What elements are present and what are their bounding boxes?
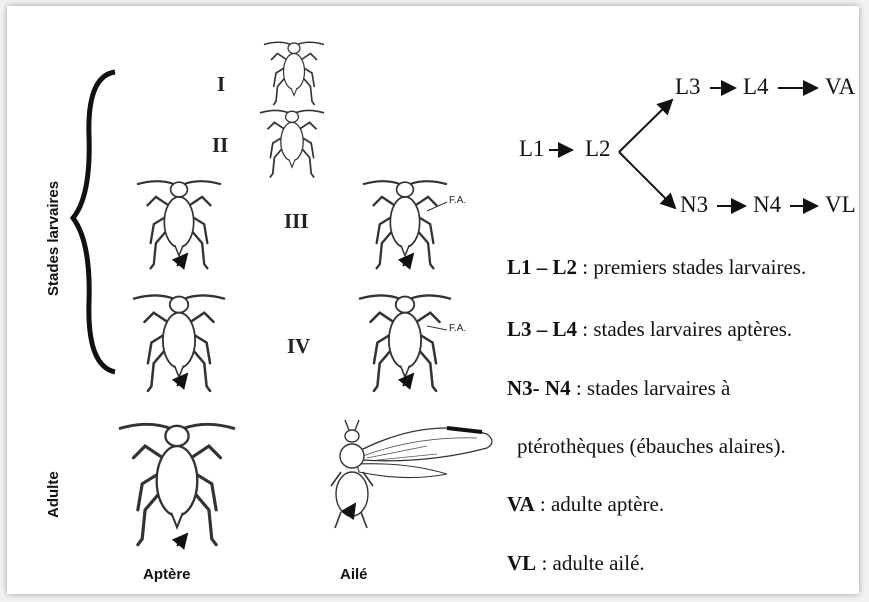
aphid-adult-aile	[307, 416, 507, 546]
node-n4: N4	[753, 192, 781, 218]
legend-desc: premiers stades larvaires.	[593, 255, 806, 279]
aphid-stage-i	[294, 70, 295, 71]
caption-aptere: Aptère	[143, 566, 191, 583]
aphid-stage-iv-aptere	[179, 338, 180, 339]
legend-row: VA : adulte aptère.	[507, 492, 664, 517]
legend-desc: stades larvaires à	[587, 376, 730, 400]
fa-label-iv: F.A.	[449, 323, 466, 334]
aphid-stage-iii-ailee	[405, 220, 406, 221]
stage-label-iii: III	[284, 209, 309, 234]
curly-brace	[67, 66, 127, 386]
stades-larvaires-label: Stades larvaires	[45, 181, 62, 296]
stage-label-iv: IV	[287, 334, 310, 359]
legend-term: VA	[507, 492, 535, 516]
node-n3: N3	[680, 192, 708, 218]
legend-row: L1 – L2 : premiers stades larvaires.	[507, 255, 806, 280]
node-vl: VL	[825, 192, 856, 218]
legend-term: L3 – L4	[507, 317, 577, 341]
legend-row: ptérothèques (ébauches alaires).	[517, 434, 786, 459]
legend-desc: ptérothèques (ébauches alaires).	[517, 434, 786, 458]
stage-label-ii: II	[212, 133, 228, 158]
adulte-label: Adulte	[45, 471, 62, 518]
aphid-stage-iii-aptere	[179, 220, 180, 221]
legend-desc: stades larvaires aptères.	[593, 317, 792, 341]
aphid-stage-iv-ailee	[405, 338, 406, 339]
figure-card: Stades larvaires Adulte I II III IV F.A.…	[7, 6, 859, 594]
node-l1: L1	[519, 136, 545, 162]
node-l3: L3	[675, 74, 701, 100]
node-va: VA	[825, 74, 855, 100]
legend-row: N3- N4 : stades larvaires à	[507, 376, 730, 401]
legend-desc: adulte aptère.	[551, 492, 664, 516]
legend-term: N3- N4	[507, 376, 571, 400]
fa-label-iii: F.A.	[449, 195, 466, 206]
legend-term: VL	[507, 551, 536, 575]
legend-row: VL : adulte ailé.	[507, 551, 645, 576]
aphid-adult-aptere	[177, 478, 178, 479]
legend-desc: adulte ailé.	[553, 551, 645, 575]
aphid-stage-ii	[292, 140, 293, 141]
legend-row: L3 – L4 : stades larvaires aptères.	[507, 317, 792, 342]
node-l4: L4	[743, 74, 769, 100]
stage-label-i: I	[217, 72, 225, 97]
legend-term: L1 – L2	[507, 255, 577, 279]
caption-aile: Ailé	[340, 566, 368, 583]
flow-arrows	[7, 6, 8, 7]
node-l2: L2	[585, 136, 611, 162]
